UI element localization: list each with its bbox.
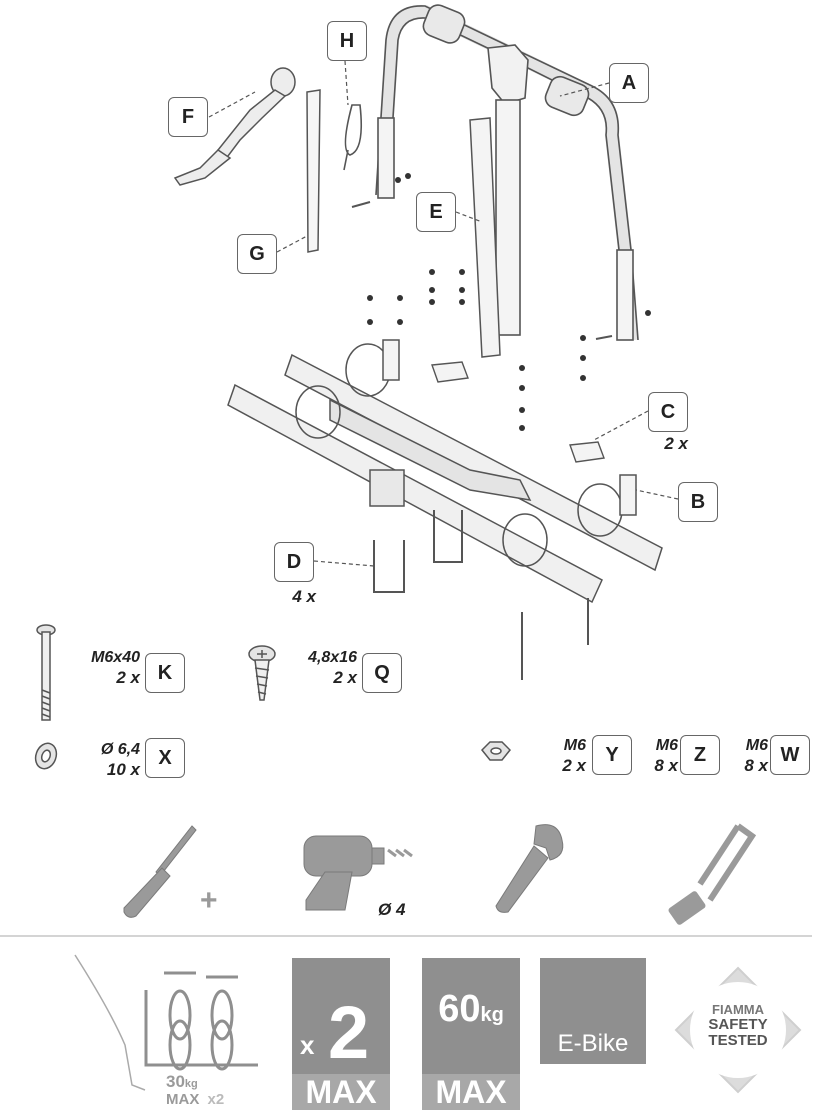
- bikes-count: 2: [328, 991, 370, 1074]
- bikes-count-prefix: x: [300, 1030, 315, 1060]
- drill-bit-size: Ø 4: [378, 900, 406, 919]
- safety-tested-badge: [674, 966, 802, 1094]
- hardware-label-q: Q: [362, 653, 402, 693]
- per-bike-weight-unit: kg: [184, 1078, 198, 1090]
- hardware-qty-k: 2 x: [116, 668, 140, 687]
- total-weight-value: 60: [438, 988, 481, 1030]
- hardware-spec-x: Ø 6,4: [100, 741, 140, 758]
- nut-y: [480, 741, 512, 761]
- drill-icon: [303, 835, 413, 911]
- hardware-spec-y: M6: [563, 737, 586, 754]
- hardware-qty-z: 8 x: [654, 756, 678, 775]
- leader-lines: [208, 60, 679, 567]
- upper-frame-a: [375, 4, 639, 341]
- bikes-max-label: MAX: [292, 1074, 390, 1110]
- hardware-qty-y: 2 x: [562, 756, 586, 775]
- part-label-d: D: [274, 542, 314, 582]
- hardware-label-x: X: [145, 738, 185, 778]
- part-qty-d: 4 x: [292, 587, 316, 606]
- plus-sign: +: [200, 884, 218, 917]
- part-label-h: H: [327, 21, 367, 61]
- hardware-spec-w: M6: [745, 737, 768, 754]
- part-label-e: E: [416, 192, 456, 232]
- safety-badge-text: FIAMMA SAFETY TESTED: [698, 1002, 778, 1049]
- safety-line-2: TESTED: [708, 1032, 768, 1049]
- hardware-spec-z: M6: [655, 737, 678, 754]
- strap-loop-h: [343, 104, 363, 171]
- ebike-box: E-Bike: [540, 958, 646, 1064]
- part-label-a: A: [609, 63, 649, 103]
- total-weight: 60kg: [422, 988, 520, 1031]
- hardware-qty-q: 2 x: [333, 668, 357, 687]
- u-bolt-d: [373, 510, 589, 680]
- total-max-label: MAX: [422, 1074, 520, 1110]
- ebike-label: E-Bike: [557, 1030, 629, 1057]
- per-bike-multiplier: x2: [207, 1091, 225, 1108]
- two-bikes-icon: [144, 971, 258, 1071]
- max-weight-box: 60kg MAX: [422, 958, 520, 1110]
- screw-4-8x16-q: [248, 645, 276, 701]
- bolt-pin: [351, 201, 371, 208]
- upright-bar-e: [469, 117, 501, 358]
- hardware-label-z: Z: [680, 735, 720, 775]
- per-bike-weight-value: 30: [166, 1072, 185, 1091]
- per-bike-max-label: MAX: [166, 1091, 200, 1108]
- loose-hardware: [367, 173, 651, 431]
- screwdriver-icon: [123, 825, 197, 918]
- hardware-spec-k: M6x40: [91, 649, 140, 666]
- part-qty-c: 2 x: [664, 434, 688, 453]
- hardware-label-k: K: [145, 653, 185, 693]
- hardware-spec-q: 4,8x16: [308, 649, 357, 666]
- part-label-b: B: [678, 482, 718, 522]
- part-label-f: F: [168, 97, 208, 137]
- per-bike-weight: 30kg: [166, 1072, 198, 1092]
- lower-rails-b: [227, 339, 663, 604]
- bolt-pin: [595, 335, 613, 340]
- strap-g: [306, 89, 321, 253]
- total-weight-unit: kg: [480, 1004, 504, 1026]
- hardware-qty-x: 10 x: [106, 760, 140, 779]
- clamping-arm-f: [173, 67, 296, 186]
- washer-x: [34, 742, 58, 770]
- hardware-qty-w: 8 x: [744, 756, 768, 775]
- vehicle-outline: [74, 954, 146, 1091]
- wrench-icon: [495, 824, 564, 913]
- brand-name: FIAMMA: [712, 1002, 764, 1017]
- bracket-c: [431, 361, 605, 463]
- safety-line-1: SAFETY: [708, 1016, 768, 1033]
- max-bikes-box: x 2 MAX: [292, 958, 390, 1110]
- bolt-m6x40-k: [36, 624, 56, 721]
- part-label-g: G: [237, 234, 277, 274]
- hardware-label-y: Y: [592, 735, 632, 775]
- per-bike-max: MAX x2: [166, 1091, 224, 1108]
- hardware-label-w: W: [770, 735, 810, 775]
- part-label-c: C: [648, 392, 688, 432]
- hacksaw-icon: [668, 823, 757, 925]
